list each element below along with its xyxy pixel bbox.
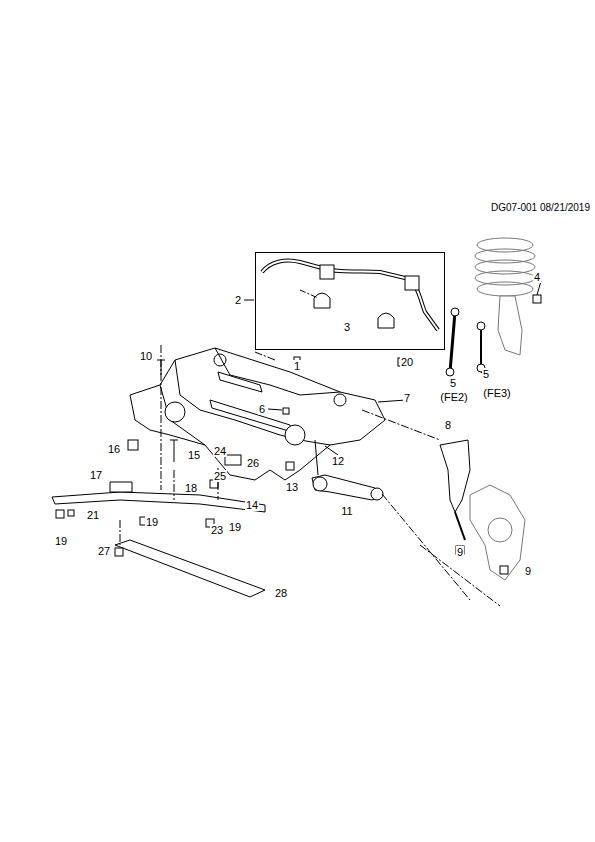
callout-number: 5: [449, 377, 457, 389]
callout-number: 25: [213, 470, 227, 482]
callout-number: 10: [139, 350, 153, 362]
callout-number: 19: [228, 521, 242, 533]
callout-number: 14: [245, 499, 259, 511]
callout-number: 9: [524, 565, 532, 577]
callout-number: 9: [456, 546, 464, 558]
callout-number: 18: [184, 482, 198, 494]
callout-number: 11: [340, 505, 353, 517]
callout-number: 7: [403, 392, 411, 404]
callout-number: 4: [533, 271, 541, 283]
callout-number: 21: [86, 509, 100, 521]
callout-number: 27: [97, 545, 111, 557]
callout-number: (FE2): [439, 391, 469, 403]
callout-number: 13: [285, 481, 299, 493]
drawing-id: DG07-001 08/21/2019: [490, 202, 591, 214]
callout-number: 17: [89, 469, 103, 481]
callout-number: 19: [54, 535, 68, 547]
callout-number: 3: [343, 321, 351, 333]
callout-number: 5: [482, 368, 490, 380]
callout-number: 2: [234, 294, 242, 306]
callout-number: 12: [331, 455, 345, 467]
callout-number: 16: [107, 443, 121, 455]
callout-number: 15: [187, 449, 201, 461]
callout-number: 8: [444, 419, 452, 431]
group-frame: 3: [255, 252, 445, 350]
callout-number: 20: [400, 356, 414, 368]
callout-number: 28: [274, 587, 288, 599]
callout-number: 19: [145, 516, 159, 528]
callout-number: 6: [258, 403, 266, 415]
callout-number: 23: [210, 524, 224, 536]
callout-number: 24: [213, 445, 227, 457]
callout-number: (FE3): [482, 387, 512, 399]
callout-number: 1: [293, 360, 301, 372]
callout-number: 26: [246, 457, 260, 469]
